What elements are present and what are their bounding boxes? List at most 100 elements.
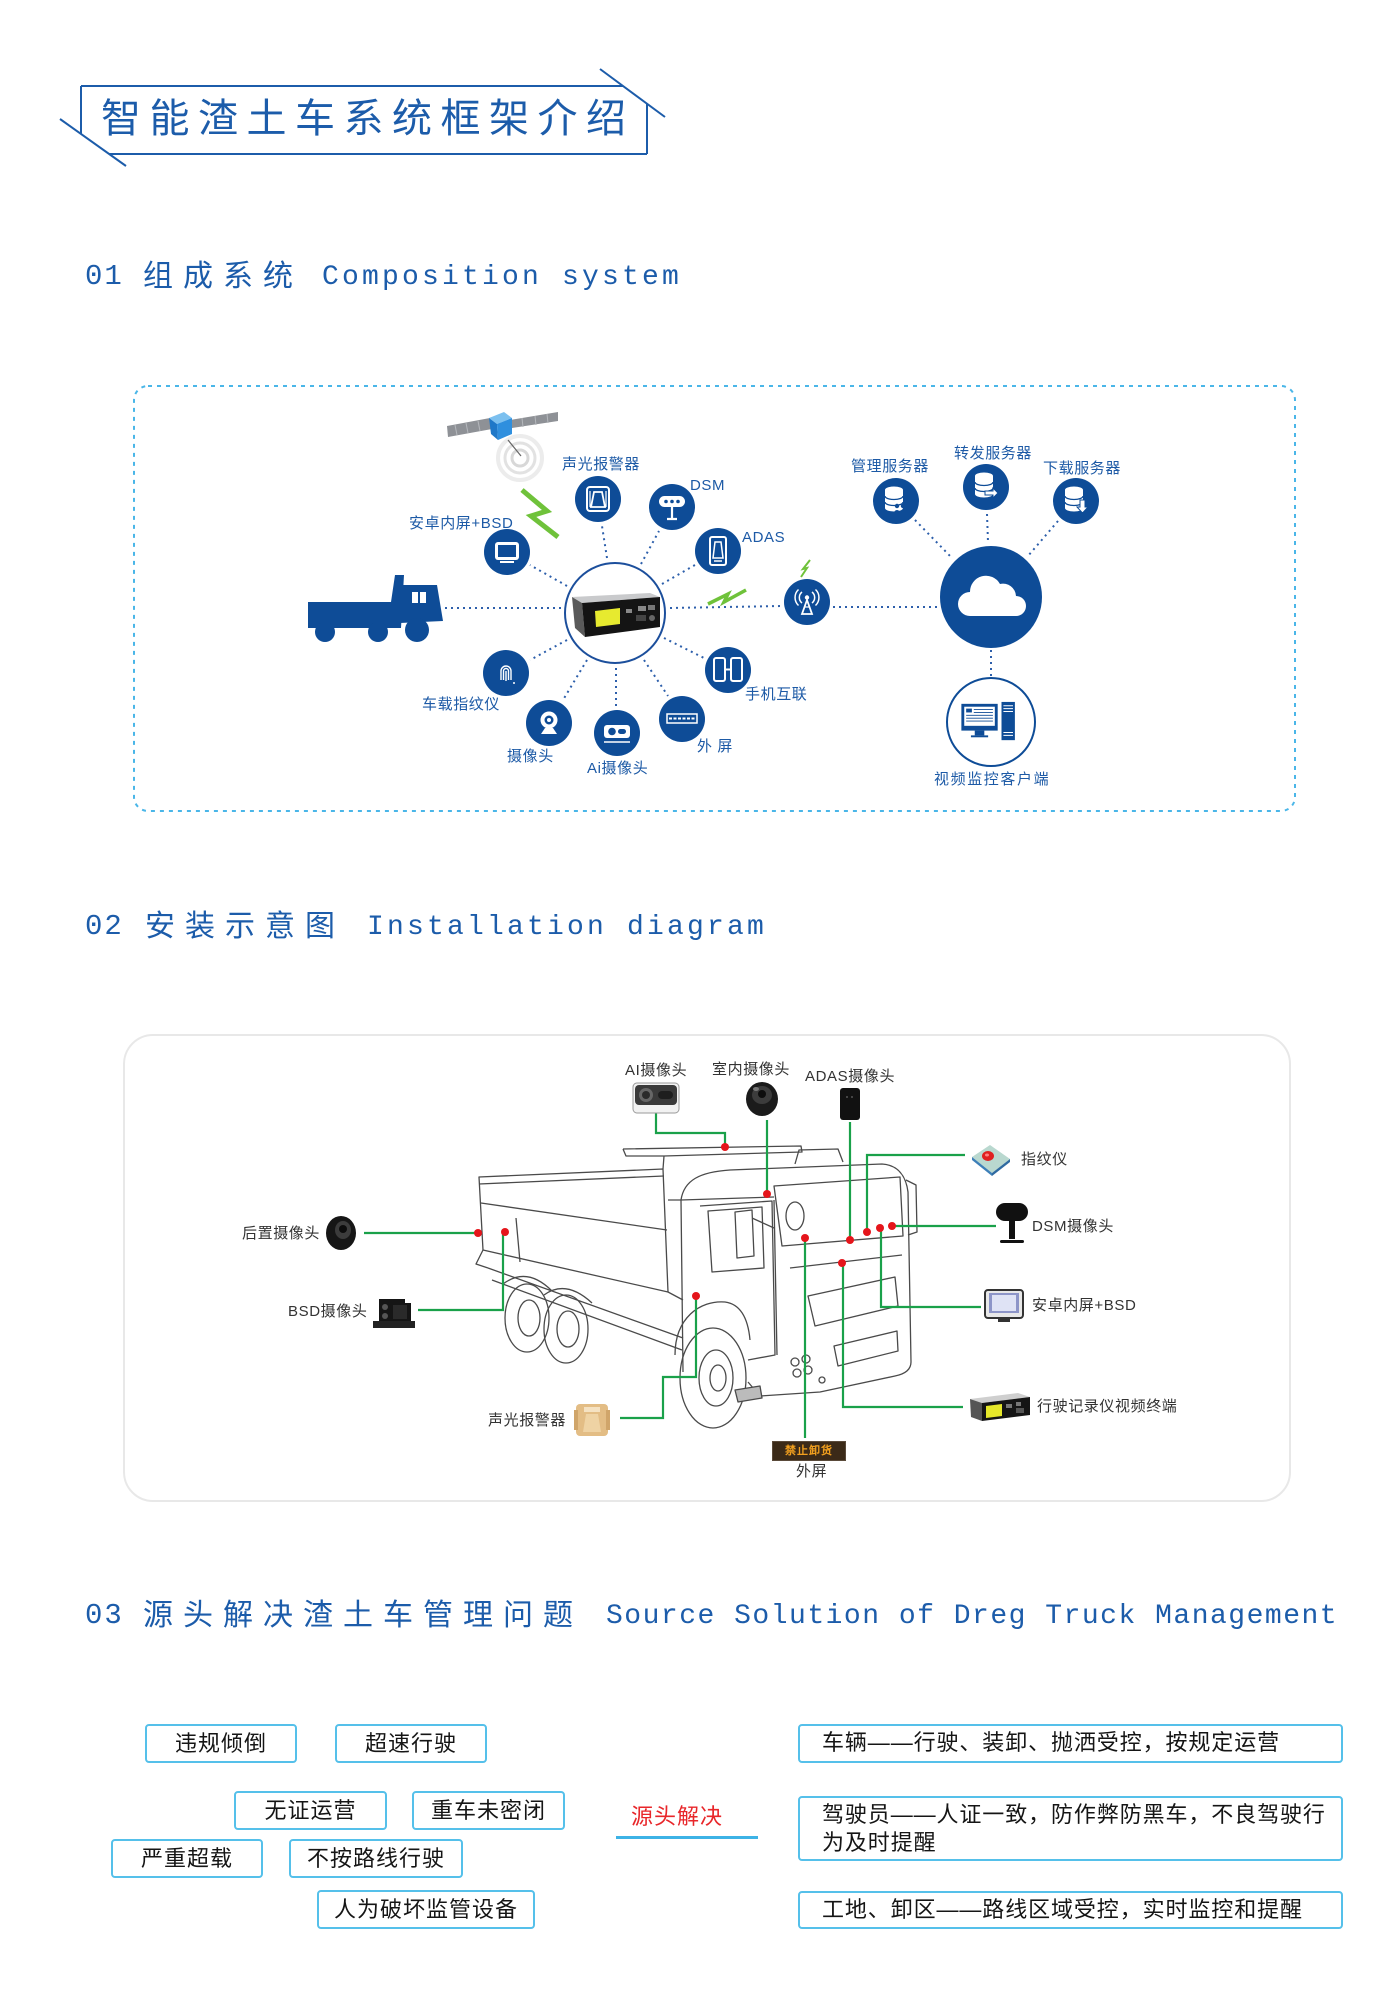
label-ai-camera: AI摄像头	[625, 1062, 688, 1079]
label-camera: 摄像头	[507, 748, 554, 765]
outcome-text: 工地、卸区——路线区域受控，实时监控和提醒	[822, 1897, 1303, 1922]
label-bsd-camera: BSD摄像头	[288, 1303, 368, 1320]
outcome-box: 驾驶员——人证一致，防作弊防黑车，不良驾驶行为及时提醒	[798, 1796, 1343, 1861]
section-title-zh: 安装示意图	[145, 910, 345, 943]
monitor-icon	[984, 1289, 1024, 1322]
node-ai-camera	[594, 710, 640, 756]
label-adas-camera: ADAS摄像头	[805, 1068, 896, 1085]
video-terminal-icon	[970, 1393, 1030, 1421]
cell-tower-icon	[794, 588, 820, 615]
webcam-icon	[540, 711, 558, 734]
dsm-camera-device	[994, 1201, 1030, 1245]
ai-camera-device	[632, 1082, 680, 1114]
outcome-box: 工地、卸区——路线区域受控，实时监控和提醒	[798, 1891, 1343, 1929]
problem-tag: 不按路线行驶	[289, 1839, 463, 1878]
connector-led-screen	[643, 659, 669, 697]
node-fingerprint	[483, 650, 529, 696]
problem-tag: 超速行驶	[335, 1724, 487, 1763]
label-management-server: 管理服务器	[851, 458, 930, 475]
label-monitor-bsd: 安卓内屏+BSD	[409, 515, 514, 532]
outcome-text: 驾驶员——人证一致，防作弊防黑车，不良驾驶行为及时提醒	[822, 1802, 1326, 1855]
label-fingerprint: 指纹仪	[1021, 1151, 1068, 1168]
adas-camera-device	[839, 1087, 861, 1122]
node-alarm	[575, 476, 621, 522]
node-monitoring-client	[946, 677, 1036, 767]
label-phone-link: 手机互联	[745, 686, 808, 703]
video-terminal-icon	[571, 592, 660, 637]
node-cell-tower	[784, 579, 830, 625]
label-monitoring-client: 视频监控客户端	[934, 771, 1051, 788]
monitor-icon	[495, 542, 519, 563]
connector-fingerprint	[529, 639, 568, 661]
rear-camera-device	[324, 1214, 358, 1251]
node-monitor-bsd	[484, 529, 530, 575]
wireless-signal-icon	[707, 588, 747, 607]
management-server-icon	[884, 486, 906, 513]
section-title-zh: 组成系统	[143, 260, 303, 293]
node-camera	[526, 700, 572, 746]
connector-forwarding-server	[986, 513, 989, 543]
led-screen-device: 禁止卸货	[772, 1441, 846, 1461]
fingerprint-icon	[500, 665, 515, 684]
node-cloud	[940, 546, 1042, 648]
phone-link-icon	[713, 657, 743, 682]
desktop-computer-icon	[961, 701, 1015, 741]
node-forwarding-server	[963, 464, 1009, 510]
outcome-box: 车辆——行驶、装卸、抛洒受控，按规定运营	[798, 1724, 1343, 1763]
connector-terminal-tower	[669, 605, 783, 609]
dump-truck-icon	[308, 575, 443, 642]
problem-tag: 无证运营	[234, 1791, 387, 1830]
label-fingerprint: 车载指纹仪	[422, 696, 501, 713]
ai-camera-icon	[632, 1082, 680, 1114]
satellite-icon	[447, 412, 558, 482]
alarm-icon	[586, 486, 610, 512]
section-heading-solution: 03 源头解决渣土车管理问题 Source Solution of Dreg T…	[0, 1596, 1400, 1636]
node-download-server	[1053, 478, 1099, 524]
connector-dsm	[640, 530, 660, 565]
label-dsm: DSM	[690, 477, 726, 494]
page-title: 智能渣土车系统框架介绍	[101, 97, 635, 141]
wireless-signal-icon	[800, 559, 811, 578]
forwarding-server-icon	[974, 472, 999, 500]
section-title-en: Source Solution of Dreg Truck Management	[606, 1601, 1339, 1632]
node-adas	[695, 528, 741, 574]
center-terminal	[564, 562, 666, 664]
cloud-icon	[958, 575, 1026, 616]
label-monitor-bsd: 安卓内屏+BSD	[1032, 1297, 1137, 1314]
problem-tag: 违规倾倒	[145, 1724, 297, 1763]
section-heading-installation: 02 安装示意图 Installation diagram	[0, 907, 1400, 947]
source-solution-underline	[616, 1836, 758, 1839]
node-phone-link	[705, 647, 751, 693]
connector-monitor	[529, 564, 568, 587]
label-forwarding-server: 转发服务器	[954, 445, 1033, 462]
label-alarm: 声光报警器	[488, 1412, 567, 1429]
problem-tag: 人为破坏监管设备	[317, 1890, 535, 1929]
label-interior-camera: 室内摄像头	[712, 1061, 791, 1078]
dsm-camera-icon	[996, 1203, 1028, 1243]
label-alarm: 声光报警器	[562, 456, 641, 473]
section-number: 03	[85, 1599, 124, 1632]
outcome-text: 车辆——行驶、装卸、抛洒受控，按规定运营	[822, 1730, 1281, 1755]
label-led-screen: 外 屏	[697, 738, 733, 755]
led-screen-icon	[666, 713, 698, 724]
label-adas: ADAS	[742, 529, 786, 546]
label-ai-camera: Ai摄像头	[587, 760, 649, 777]
video-terminal-device	[968, 1391, 1032, 1423]
section-number: 02	[85, 910, 124, 943]
section-title-en: Composition system	[322, 262, 683, 293]
label-rear-camera: 后置摄像头	[242, 1225, 321, 1242]
alarm-device	[574, 1402, 610, 1438]
label-download-server: 下载服务器	[1043, 460, 1122, 477]
section-title-en: Installation diagram	[367, 912, 768, 943]
installation-panel	[123, 1034, 1291, 1502]
connector-alarm	[601, 525, 608, 559]
bsd-camera-icon	[373, 1299, 415, 1328]
fingerprint-device	[970, 1143, 1012, 1177]
dome-camera-icon	[326, 1216, 356, 1250]
source-solution-label: 源头解决	[631, 1804, 724, 1829]
section-title-zh: 源头解决渣土车管理问题	[143, 1599, 583, 1632]
